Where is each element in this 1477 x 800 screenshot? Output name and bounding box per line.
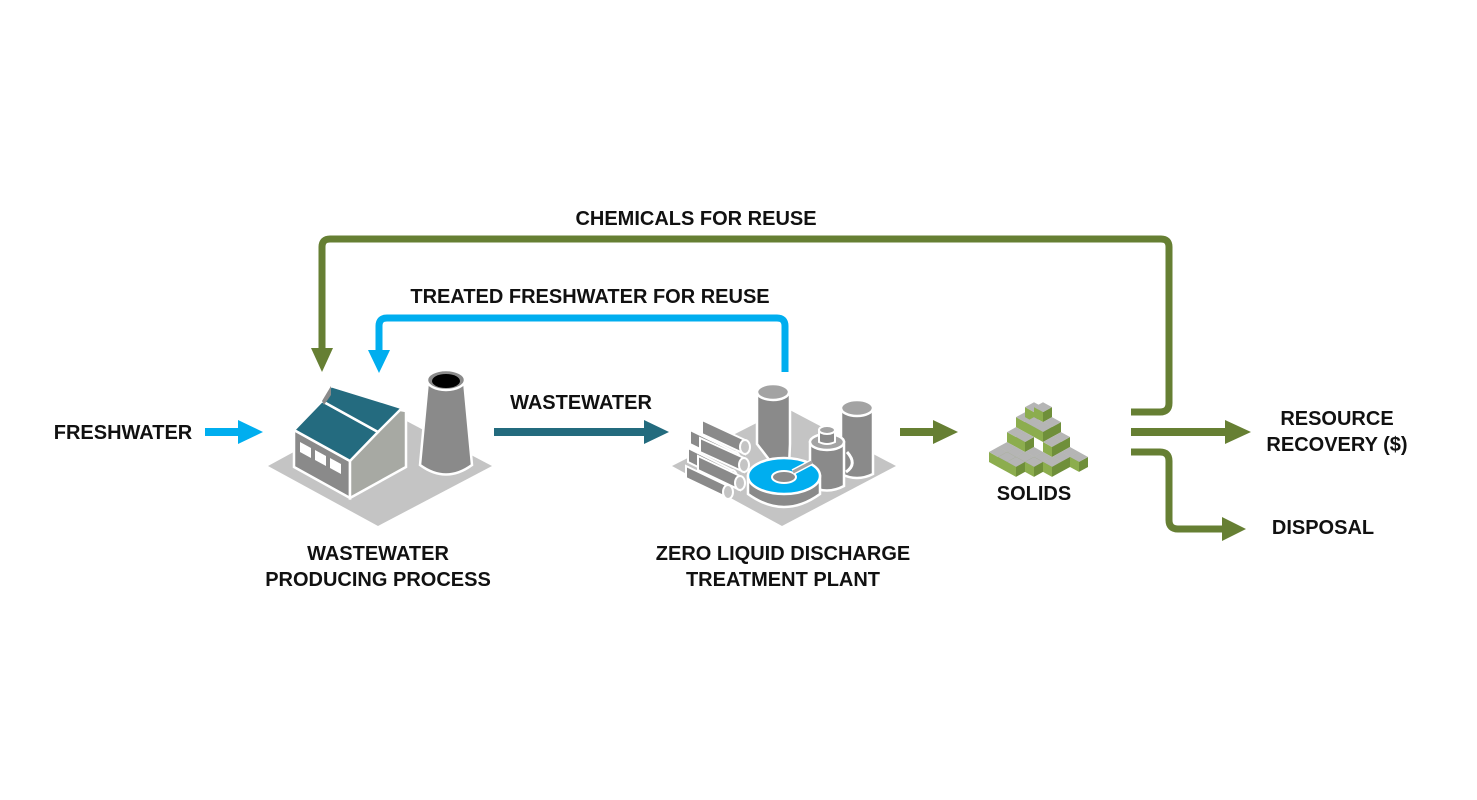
solids-cube-face [1025,437,1034,452]
solids-cube-face [1052,461,1061,477]
solids-cube-face [1034,452,1052,462]
solids-cube-face [1043,461,1052,477]
solids-cube-face [1070,456,1079,472]
solids-cube [1043,437,1061,457]
solids-cube-face [1007,456,1025,467]
chemicals-label: CHEMICALS FOR REUSE [575,208,816,230]
solids-cube-face [1007,432,1016,448]
solids-cube-face [1043,456,1061,467]
chemicals-loop-arrow [311,235,1173,416]
solids-cube [1025,456,1043,477]
solids-cube-face [1043,407,1052,423]
solids-cube-face [1025,456,1043,467]
pipe-bundle [685,418,751,500]
solids-cube-face [1034,427,1043,442]
solids-cube-face [1016,461,1025,477]
solids-cube-face [1043,427,1052,442]
solids-cube-face [1079,456,1088,472]
solids-cube [1070,452,1088,472]
solids-label: SOLIDS [997,483,1071,505]
solids-cube-face [1061,456,1070,472]
plant-to-solids-arrow [900,420,958,444]
solids-cube-face [1052,442,1061,457]
solids-cube-face [1070,452,1088,462]
treated-freshwater-loop-arrow [368,314,789,373]
solids-cube-face [1043,442,1052,457]
solids-cube-face [1016,417,1025,433]
wastewater-arrow [494,420,669,444]
solids-cube [1016,432,1034,452]
disposal-label: DISPOSAL [1272,517,1374,539]
solids-cube-face [1025,422,1034,438]
solids-cube [1034,402,1052,423]
solids-cube [1043,456,1061,477]
freshwater-arrow [205,420,263,444]
solids-cube-face [1034,407,1043,423]
solids-cube-face [1025,461,1034,477]
solids-cubes-icon [989,402,1088,477]
solids-cube-face [998,456,1007,472]
solids-cube-face [1016,432,1034,442]
wastewater-flow-label: WASTEWATER [510,392,652,414]
clarifier [746,456,822,509]
solids-cube-face [989,452,998,467]
solids-cube-face [998,452,1016,462]
plant-label-line2: TREATMENT PLANT [686,569,880,591]
plant-label-line1: ZERO LIQUID DISCHARGE [656,543,910,565]
solids-cube-face [1061,437,1070,452]
solids-cube [1034,422,1052,442]
solids-cube-face [1052,422,1061,438]
resource-recovery-label-line2: RECOVERY ($) [1266,434,1407,456]
solids-cube-face [1034,461,1043,477]
solids-cube-face [1043,417,1061,428]
solids-cube-face [1025,417,1043,428]
solids-cube-face [1007,427,1025,438]
solids-cube [1007,456,1025,477]
treatment-plant-icon [672,382,896,526]
solids-cube-face [1007,461,1016,477]
factory-with-cooling-tower-icon [268,368,492,526]
solids-cube-face [1034,402,1052,413]
process-label-line2: PRODUCING PROCESS [265,569,491,591]
solids-cube-face [1043,437,1061,447]
process-label-line1: WASTEWATER [307,543,449,565]
solids-cube-face [1025,407,1034,423]
solids-cube-face [1052,452,1070,462]
solids-cube-face [1016,437,1025,452]
hopper-silo [755,382,792,468]
disposal-arrow [1131,448,1246,541]
solids-cube-face [1034,422,1052,432]
tall-tank [839,398,875,480]
treated-freshwater-label: TREATED FRESHWATER FOR REUSE [410,286,769,308]
solids-cube-face [1016,452,1034,462]
resource-recovery-arrow [1131,420,1251,444]
freshwater-label: FRESHWATER [54,422,193,444]
resource-recovery-label-line1: RESOURCE [1280,408,1393,430]
